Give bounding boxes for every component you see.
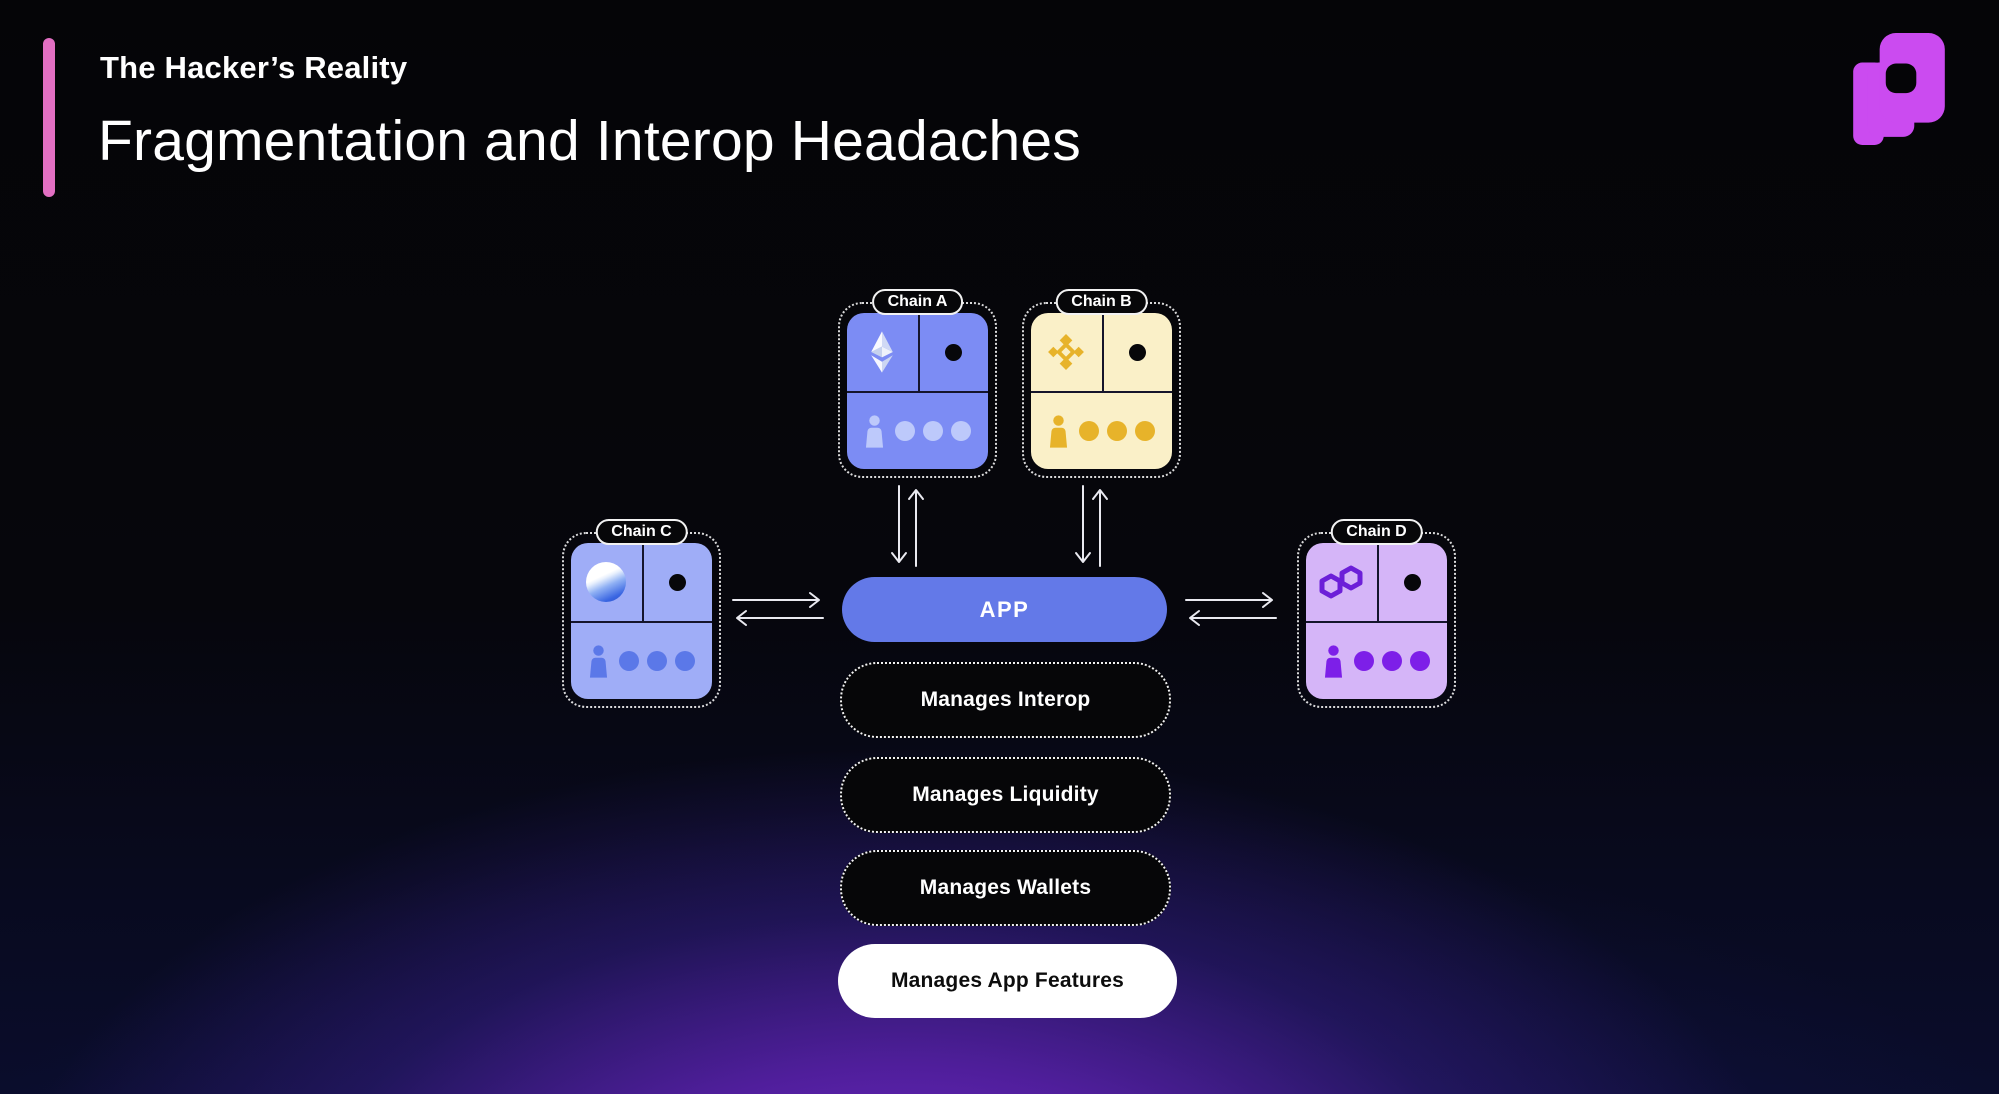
- chain-a-logo-cell: [847, 313, 920, 391]
- pill-label: Manages App Features: [890, 969, 1125, 992]
- dot-icon: [950, 421, 971, 441]
- chain-c-logo-cell: [571, 543, 644, 621]
- chain-b-dot-cell: [1104, 313, 1173, 391]
- accent-bar: [43, 38, 55, 197]
- chain-d-label: Chain D: [1330, 519, 1423, 545]
- manages-liquidity-pill: Manages Liquidity: [840, 757, 1171, 833]
- black-dot-icon: [945, 343, 963, 361]
- page-title: Fragmentation and Interop Headaches: [98, 109, 1081, 173]
- dot-icon: [1078, 421, 1099, 441]
- chain-b-box: [1031, 313, 1172, 469]
- dot-icon: [674, 651, 695, 671]
- chain-b-app-arrows-icon: [1075, 485, 1108, 567]
- person-icon: [1324, 644, 1342, 678]
- chain-c-app-arrows-icon: [732, 592, 824, 626]
- chain-a-dot-cell: [920, 313, 989, 391]
- ethereum-icon: [871, 331, 894, 373]
- manages-app-features-pill: Manages App Features: [838, 944, 1177, 1018]
- chain-b-label: Chain B: [1055, 289, 1148, 315]
- person-icon: [1049, 414, 1067, 448]
- chain-a-box: [847, 313, 988, 469]
- pill-label: Manages Interop: [920, 688, 1091, 711]
- pixelated-p-logo-icon: [1853, 33, 1945, 145]
- black-dot-icon: [1129, 343, 1147, 361]
- pill-label: Manages Liquidity: [912, 783, 1099, 806]
- chain-d-logo-cell: [1306, 543, 1379, 621]
- person-icon: [865, 414, 883, 448]
- dot-icon: [922, 421, 943, 441]
- chain-a-card: Chain A: [838, 289, 997, 478]
- pill-label: Manages Wallets: [919, 876, 1092, 899]
- dot-icon: [618, 651, 639, 671]
- chain-b-users-cell: [1031, 393, 1172, 469]
- chain-b-card: Chain B: [1022, 289, 1181, 478]
- chain-a-app-arrows-icon: [891, 485, 924, 567]
- dot-icon: [1106, 421, 1127, 441]
- black-dot-icon: [669, 573, 687, 591]
- person-icon: [589, 644, 607, 678]
- chain-c-box: [571, 543, 712, 699]
- sphere-icon: [586, 562, 627, 602]
- chain-c-label: Chain C: [595, 519, 688, 545]
- chain-a-users-cell: [847, 393, 988, 469]
- black-dot-icon: [1404, 573, 1422, 591]
- dot-icon: [894, 421, 915, 441]
- app-node: APP: [842, 577, 1167, 642]
- chain-c-dot-cell: [644, 543, 713, 621]
- dot-icon: [1134, 421, 1155, 441]
- chain-a-label: Chain A: [871, 289, 964, 315]
- chain-d-users-cell: [1306, 623, 1447, 699]
- chain-d-app-arrows-icon: [1185, 592, 1277, 626]
- dot-icon: [646, 651, 667, 671]
- chain-d-card: Chain D: [1297, 519, 1456, 708]
- chain-d-dot-cell: [1379, 543, 1448, 621]
- manages-interop-pill: Manages Interop: [840, 662, 1171, 738]
- dot-icon: [1409, 651, 1430, 671]
- slide-kicker: The Hacker’s Reality: [100, 50, 408, 85]
- chain-d-box: [1306, 543, 1447, 699]
- dot-icon: [1353, 651, 1374, 671]
- chain-c-users-cell: [571, 623, 712, 699]
- chain-c-card: Chain C: [562, 519, 721, 708]
- chain-b-logo-cell: [1031, 313, 1104, 391]
- polygon-icon: [1319, 565, 1363, 599]
- binance-icon: [1048, 334, 1085, 370]
- manages-wallets-pill: Manages Wallets: [840, 850, 1171, 926]
- app-label: APP: [979, 596, 1030, 622]
- dot-icon: [1381, 651, 1402, 671]
